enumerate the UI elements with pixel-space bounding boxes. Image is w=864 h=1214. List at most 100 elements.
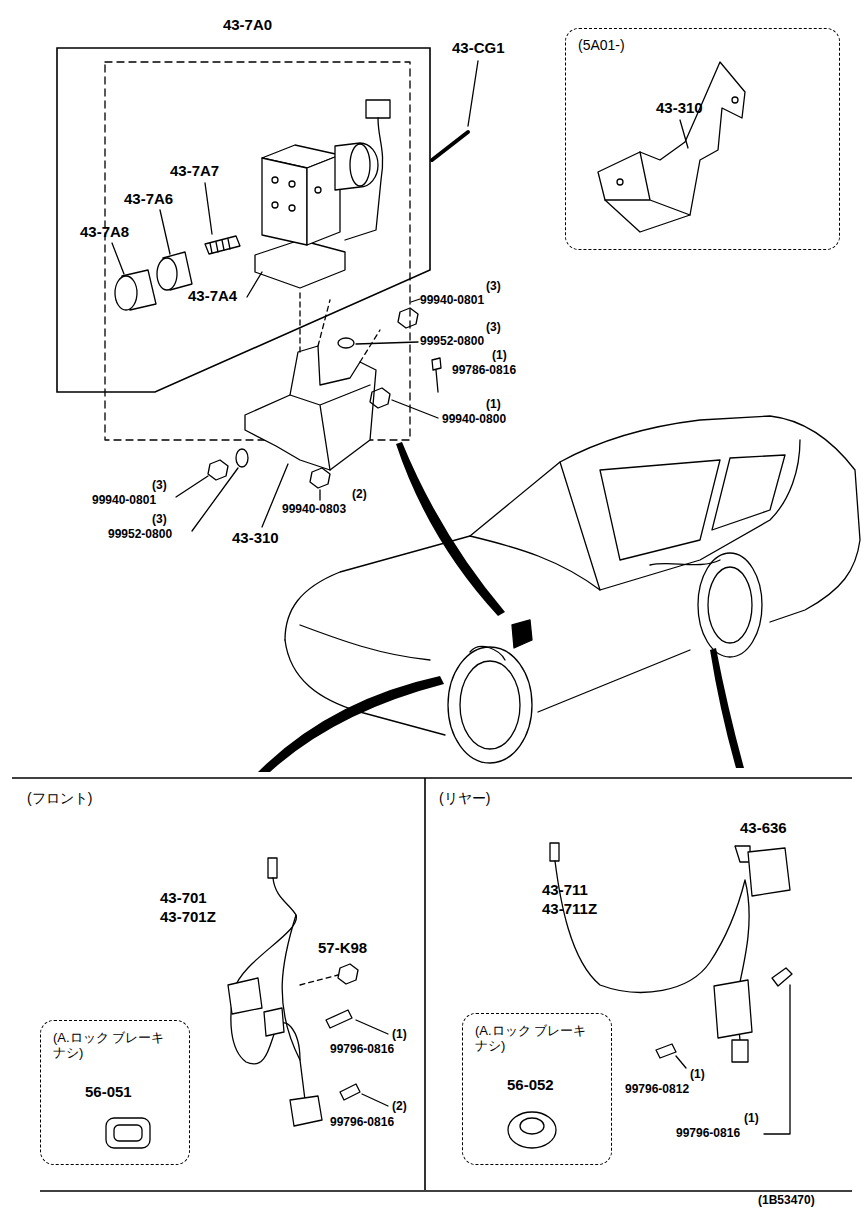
quantity: (3): [486, 280, 501, 293]
part-number: 99940-0800: [442, 413, 506, 426]
part-number: 99786-0816: [452, 364, 516, 377]
panel-rule: [12, 777, 852, 779]
leader-line: [764, 985, 790, 1134]
leader-line: [112, 243, 124, 274]
quantity: (3): [152, 479, 167, 492]
quantity: (3): [152, 513, 167, 526]
car-body: [285, 416, 860, 640]
part-number: 99796-0816: [330, 1116, 394, 1129]
wire: [345, 118, 383, 240]
part-number: 43-7A6: [124, 191, 173, 208]
car-wheel: [448, 647, 532, 763]
nut: [370, 388, 390, 408]
wheel-speed-sensor: [290, 1096, 322, 1126]
bracket: [245, 346, 376, 470]
connector: [366, 100, 390, 118]
connector: [550, 843, 559, 861]
bracket-edge: [290, 385, 370, 470]
quantity: (2): [392, 1100, 407, 1113]
part-number: 43-310: [232, 530, 279, 547]
leader-line: [356, 342, 418, 344]
bracket-edge: [605, 152, 690, 215]
quantity: (3): [486, 321, 501, 334]
variant-box: (A.ロック ブレーキ ナシ) 56-051: [40, 1020, 190, 1165]
part-number: 43-701: [160, 890, 207, 907]
leader-line: [392, 400, 438, 418]
washer: [338, 338, 354, 348]
leader-line: [680, 120, 688, 148]
bracket-hole: [617, 179, 623, 185]
assembly-group: 43-7A0: [55, 14, 440, 394]
pump-motor: [350, 144, 370, 186]
part-number: 99952-0800: [420, 335, 484, 348]
box-heading: 43-7A0: [55, 16, 440, 33]
part-number: 43-711Z: [542, 901, 597, 918]
panel-rule: [40, 1190, 852, 1192]
bolt: [340, 1084, 360, 1100]
bolt: [326, 1010, 352, 1028]
port-hole: [289, 205, 295, 211]
nut: [338, 964, 358, 984]
quantity: (2): [352, 488, 367, 501]
harness-bracket: [714, 980, 752, 1038]
abs-unit-location: [512, 620, 532, 648]
quantity: (1): [690, 1068, 705, 1081]
variant-box: (A.ロック ブレーキ ナシ)56-052: [462, 1013, 612, 1165]
group-outline: [55, 14, 432, 396]
leader-line: [319, 490, 320, 500]
part-number: 99796-0812: [625, 1083, 689, 1096]
bushing: [115, 276, 137, 310]
part-number: 43-7A4: [188, 288, 237, 305]
rear-panel: (A.ロック ブレーキ ナシ)56-052(リヤー): [425, 778, 852, 1190]
leader-line: [356, 1020, 388, 1034]
box-heading: (フロント): [27, 790, 92, 806]
harness-bracket: [748, 848, 790, 896]
port-hole: [272, 202, 278, 208]
part-number: 43-636: [740, 820, 787, 837]
pin: [432, 132, 468, 160]
quantity: (1): [744, 1112, 759, 1125]
port-hole: [289, 181, 295, 187]
part-number: 56-051: [85, 1083, 132, 1100]
nut: [208, 460, 228, 480]
bolt-thread: [210, 239, 230, 253]
harness-bracket: [228, 978, 262, 1014]
assembly-line: [300, 290, 380, 362]
grommet: [520, 1118, 544, 1134]
washer: [236, 449, 248, 467]
part-number: 43-711: [542, 882, 588, 899]
part-number: 43-701Z: [160, 909, 216, 926]
quantity: (1): [492, 349, 507, 362]
port-hole: [315, 187, 321, 193]
bracket-hole: [732, 97, 738, 103]
part-number: 57-K98: [318, 940, 367, 957]
part-number: 56-052: [507, 1076, 554, 1093]
diagram-code: (1B53470): [758, 1194, 815, 1207]
nut: [398, 308, 418, 328]
leader-line: [247, 272, 262, 297]
leader-line: [468, 61, 478, 126]
car-body: [300, 625, 430, 660]
connector: [268, 858, 277, 878]
part-number: 99796-0816: [330, 1043, 394, 1056]
grommet: [508, 1112, 556, 1148]
bolt: [432, 358, 441, 392]
leader-line: [262, 464, 288, 527]
bolt: [205, 236, 240, 254]
pointer: [258, 676, 444, 772]
leader-line: [362, 1094, 388, 1106]
pump-motor: [335, 143, 378, 190]
leader-line: [676, 1056, 686, 1068]
grommet: [106, 1118, 150, 1148]
car-wheel: [708, 567, 752, 643]
pointer: [710, 648, 744, 768]
harness-bracket: [264, 1008, 284, 1036]
part-number: 43-7A8: [80, 224, 129, 241]
part-number: 43-7A7: [170, 163, 219, 180]
car-window: [560, 455, 785, 590]
part-number: 99940-0801: [92, 494, 156, 507]
box-heading: (A.ロック ブレーキ ナシ): [53, 1031, 165, 1061]
wheel-speed-sensor: [732, 1040, 748, 1062]
port-hole: [272, 177, 278, 183]
